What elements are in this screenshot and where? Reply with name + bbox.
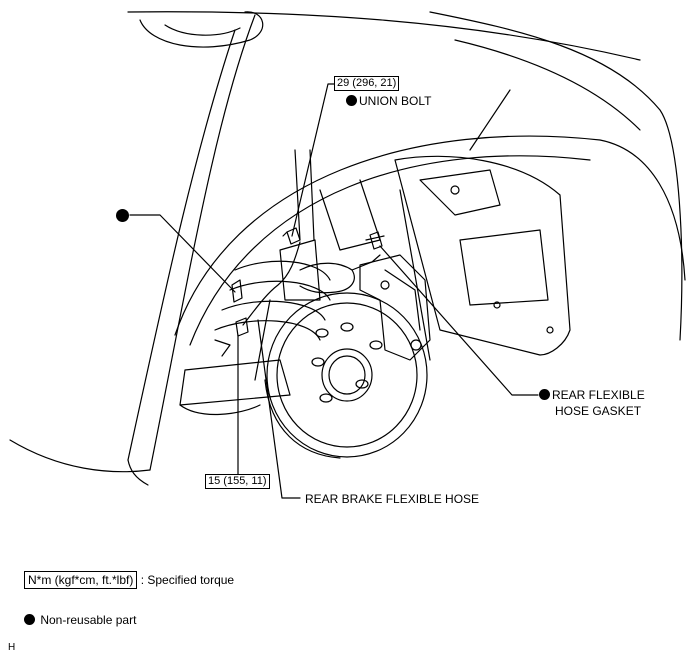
gasket-fitting: [365, 231, 385, 250]
non-reusable-dot-icon: [539, 389, 550, 400]
leader-left-dot: [129, 214, 236, 293]
leader-gasket: [379, 245, 539, 396]
wheel-arch: [174, 135, 686, 336]
suspension-arm: [179, 359, 291, 406]
leader-hose: [257, 319, 301, 499]
non-reusable-dot-icon: [24, 614, 35, 625]
legend-torque-desc: : Specified torque: [140, 573, 235, 587]
legend-nonreusable-desc: Non-reusable part: [40, 613, 137, 627]
non-reusable-dot-icon: [116, 209, 129, 222]
body-outline: [127, 11, 641, 61]
gasket-label-line1: REAR FLEXIBLE: [552, 388, 645, 402]
caliper: [359, 254, 431, 361]
strut: [279, 239, 321, 301]
corner-mark: H: [8, 642, 16, 653]
lower-torque-label: 15 (155, 11): [205, 474, 270, 489]
hose-label: REAR BRAKE FLEXIBLE HOSE: [305, 492, 480, 506]
gasket-label: REAR FLEXIBLE: [539, 388, 645, 402]
legend-torque: N*m (kgf*cm, ft.*lbf) : Specified torque: [24, 571, 235, 589]
leader-union-bolt: [291, 83, 336, 237]
lug-studs: [311, 322, 383, 403]
union-bolt-text: UNION BOLT: [359, 94, 432, 108]
non-reusable-dot-icon: [346, 95, 357, 106]
left-nonreusable-marker: [116, 209, 131, 224]
brake-disc: [266, 292, 428, 458]
door-handle: [139, 11, 264, 48]
inner-liner: [394, 155, 571, 356]
union-bolt-label: UNION BOLT: [346, 94, 431, 108]
legend-torque-units: N*m (kgf*cm, ft.*lbf): [24, 571, 138, 589]
gasket-label-line2: HOSE GASKET: [555, 404, 642, 418]
brake-flexible-hose: [242, 241, 301, 326]
union-bolt-torque-label: 29 (296, 21): [334, 76, 400, 91]
legend-nonreusable: Non-reusable part: [24, 613, 136, 627]
